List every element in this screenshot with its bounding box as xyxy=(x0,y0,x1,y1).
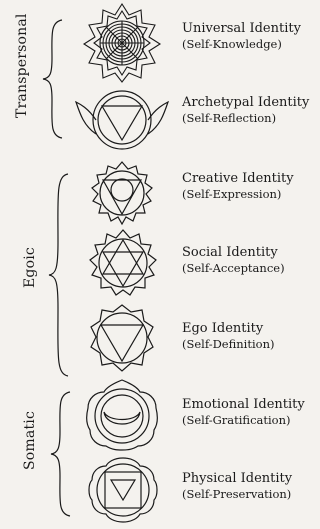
brace-transpersonal xyxy=(40,18,66,140)
level-subtitle: (Self-Acceptance) xyxy=(182,262,285,275)
level-title: Social Identity xyxy=(182,246,285,260)
throat-chakra-icon xyxy=(90,160,154,226)
heart-chakra-icon xyxy=(88,228,158,298)
level-title: Archetypal Identity xyxy=(182,96,309,110)
group-label-transpersonal: Transpersonal xyxy=(14,13,30,118)
level-subtitle: (Self-Definition) xyxy=(182,338,274,351)
brace-somatic xyxy=(48,390,74,518)
crown-chakra-icon xyxy=(82,2,162,84)
level-title: Ego Identity xyxy=(182,322,274,336)
level-subtitle: (Self-Gratification) xyxy=(182,414,305,427)
root-chakra-icon xyxy=(86,454,160,526)
level-title: Creative Identity xyxy=(182,172,294,186)
level-creative-label: Creative Identity (Self-Expression) xyxy=(182,172,294,201)
third-eye-chakra-icon xyxy=(74,86,170,154)
solar-plexus-chakra-icon xyxy=(88,303,156,373)
level-subtitle: (Self-Expression) xyxy=(182,188,294,201)
group-label-somatic: Somatic xyxy=(22,411,38,470)
level-subtitle: (Self-Reflection) xyxy=(182,112,309,125)
level-archetypal-label: Archetypal Identity (Self-Reflection) xyxy=(182,96,309,125)
level-subtitle: (Self-Preservation) xyxy=(182,488,292,501)
level-title: Physical Identity xyxy=(182,472,292,486)
level-title: Universal Identity xyxy=(182,22,301,36)
sacral-chakra-icon xyxy=(84,378,160,452)
level-universal-label: Universal Identity (Self-Knowledge) xyxy=(182,22,301,51)
level-ego-label: Ego Identity (Self-Definition) xyxy=(182,322,274,351)
level-title: Emotional Identity xyxy=(182,398,305,412)
level-emotional-label: Emotional Identity (Self-Gratification) xyxy=(182,398,305,427)
brace-egoic xyxy=(46,172,72,378)
level-social-label: Social Identity (Self-Acceptance) xyxy=(182,246,285,275)
level-subtitle: (Self-Knowledge) xyxy=(182,38,301,51)
level-physical-label: Physical Identity (Self-Preservation) xyxy=(182,472,292,501)
group-label-egoic: Egoic xyxy=(22,247,38,288)
